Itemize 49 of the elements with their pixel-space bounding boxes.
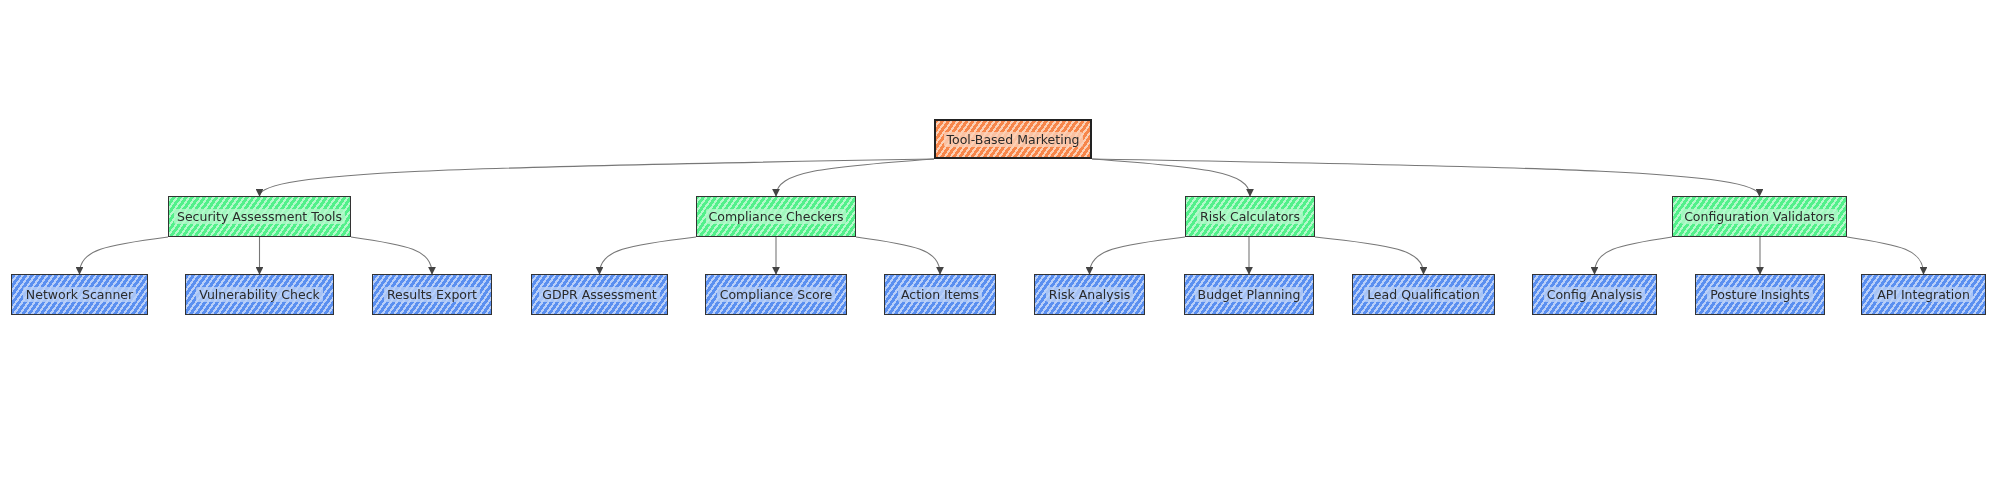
node-label: Action Items [897,287,983,302]
arrow [1245,236,1253,275]
node-label: Compliance Checkers [705,209,847,224]
arrow [1846,236,1927,275]
arrow [773,158,935,197]
process-box [185,274,334,315]
process-box [696,196,856,237]
node-label: Risk Calculators [1197,209,1303,224]
process-box [1532,274,1657,315]
node-label: Lead Qualification [1364,287,1483,302]
node-label: Config Analysis [1543,287,1646,302]
process-box [1861,274,1986,315]
node-label: Posture Insights [1707,287,1813,302]
process-box [11,274,148,315]
node-label: Budget Planning [1194,287,1304,302]
process-box [531,274,668,315]
arrow [1091,158,1761,197]
arrow [1086,236,1186,275]
node-label: Network Scanner [22,287,137,302]
node-label: Compliance Score [716,287,836,302]
arrow [258,158,935,197]
arrow [855,236,944,275]
process-box [1352,274,1495,315]
node-label: Tool-Based Marketing [943,131,1083,147]
process-box [1695,274,1825,315]
arrow [1591,236,1673,275]
arrow [772,236,780,275]
process-box [372,274,492,315]
arrow [596,236,697,275]
process-box [1672,196,1847,237]
arrow [255,236,264,275]
arrow [1756,236,1764,275]
arrow [350,236,436,275]
arrow [76,236,169,275]
process-box [1184,274,1314,315]
node-label: Security Assessment Tools [173,209,346,224]
node-label: API Integration [1874,287,1973,302]
process-box [884,274,996,315]
node-label: Vulnerability Check [196,287,323,302]
process-box [168,196,351,237]
process-box [1185,196,1315,237]
node-label: GDPR Assessment [539,287,660,302]
node-label: Risk Analysis [1045,287,1134,302]
process-box [934,119,1092,159]
node-label: Configuration Validators [1681,209,1838,224]
process-box [1034,274,1145,315]
process-box [705,274,847,315]
arrow [1314,236,1427,275]
node-label: Results Export [384,287,480,302]
